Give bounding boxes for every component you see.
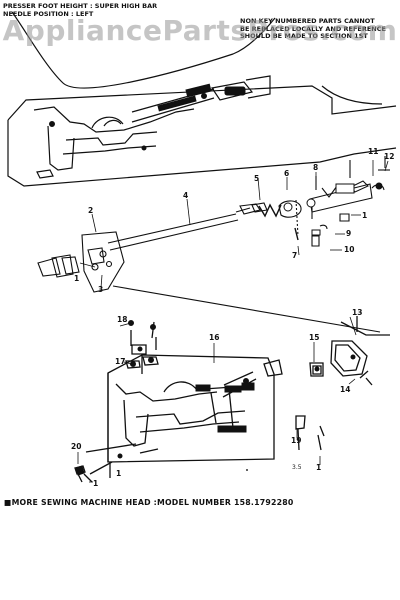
screw-20 xyxy=(75,465,85,476)
callout-13: 13 xyxy=(352,308,362,317)
callout-16: 16 xyxy=(209,333,219,342)
callout-4: 4 xyxy=(183,191,188,200)
bottom-screw-1 xyxy=(130,361,136,367)
top-screw-1 xyxy=(49,121,55,127)
machine-outline-top xyxy=(7,11,397,187)
callout-14: 14 xyxy=(340,385,350,394)
part-13-screw xyxy=(350,354,356,360)
header-right-notes: NON KEY NUMBERED PARTS CANNOT BE REPLACE… xyxy=(240,17,386,41)
bracket-screw-a xyxy=(91,263,99,271)
corner-mark: 3.5 xyxy=(292,464,302,471)
top-assembly-details xyxy=(49,83,246,151)
callout-1-bottom-center: 1 xyxy=(116,469,121,478)
presser-foot-part xyxy=(330,340,368,377)
exploded-rod-assembly xyxy=(37,156,390,333)
callout-1-top-right: 1 xyxy=(362,211,367,220)
bottom-bar-2 xyxy=(224,385,242,393)
bottom-screw-4 xyxy=(150,324,156,330)
footer-prefix: ■MORE SEWING MACHINE HEAD : xyxy=(4,498,157,507)
callout-1-bottom-left: 1 xyxy=(93,479,98,488)
callout-11: 11 xyxy=(368,147,378,156)
bottom-frame xyxy=(107,354,275,463)
non-key-note-line-1: NON KEY NUMBERED PARTS CANNOT xyxy=(240,17,375,25)
callout-2: 2 xyxy=(88,206,93,215)
needle-position-note: NEEDLE POSITION : LEFT xyxy=(3,9,94,18)
top-screw-2 xyxy=(141,145,147,151)
callout-15: 15 xyxy=(309,333,319,342)
top-bar-3 xyxy=(185,83,212,98)
top-bar-2 xyxy=(224,86,246,96)
bottom-assembly-details xyxy=(75,320,356,476)
header-left-notes: PRESSER FOOT HEIGHT : SUPER HIGH BAR NEE… xyxy=(3,2,158,18)
bottom-bar-3 xyxy=(241,382,255,391)
machine-outline-bottom xyxy=(74,316,390,483)
washer-part xyxy=(311,229,321,236)
callout-9: 9 xyxy=(346,229,351,238)
long-rod xyxy=(107,213,237,244)
callout-19: 19 xyxy=(291,436,301,445)
callout-8: 8 xyxy=(313,163,318,172)
callout-12: 12 xyxy=(384,152,394,161)
bottom-screw-5 xyxy=(137,346,143,352)
non-key-note-line-2: BE REPLACED LOCALLY AND REFERENCE xyxy=(240,24,386,33)
bracket-plate xyxy=(81,231,125,293)
bracket-screw-c xyxy=(105,260,113,268)
callout-18: 18 xyxy=(117,315,127,324)
callout-5: 5 xyxy=(254,174,259,183)
end-pin xyxy=(375,182,383,190)
callout-1-bottom-right: 1 xyxy=(316,463,321,472)
callout-labels: 2 4 5 6 8 11 12 1 9 10 7 1 3 13 14 15 16… xyxy=(71,147,394,488)
bottom-bar-4 xyxy=(195,384,211,392)
part-15-screw xyxy=(314,366,320,372)
exploded-small-parts xyxy=(258,182,383,241)
callout-1-left: 1 xyxy=(74,274,79,283)
leader-lines xyxy=(77,160,389,483)
spring-part xyxy=(258,203,282,218)
callout-20: 20 xyxy=(71,442,81,451)
bracket-screw-b xyxy=(99,250,107,258)
callout-17: 17 xyxy=(115,357,125,366)
thumb-screw xyxy=(306,198,316,208)
callout-6: 6 xyxy=(284,169,289,178)
set-screw-7 xyxy=(294,227,299,241)
callout-10: 10 xyxy=(344,245,354,254)
clamp-block xyxy=(335,183,355,194)
long-rod-lower xyxy=(109,219,239,251)
top-bar-1 xyxy=(157,95,197,112)
presser-foot-note: PRESSER FOOT HEIGHT : SUPER HIGH BAR xyxy=(3,2,158,10)
footer-model: MODEL NUMBER 158.1792280 xyxy=(156,498,294,507)
bottom-foot-screw xyxy=(117,453,123,459)
collar-part xyxy=(283,202,293,212)
footer-caption: ■MORE SEWING MACHINE HEAD :MODEL NUMBER … xyxy=(4,498,293,507)
non-key-note-line-3: SHOULD BE MADE TO SECTION 1ST xyxy=(240,32,368,40)
bottom-bar-1 xyxy=(217,425,247,433)
top-joint xyxy=(201,93,207,99)
callout-7: 7 xyxy=(292,251,297,260)
callout-3: 3 xyxy=(98,285,103,294)
bottom-screw-2 xyxy=(148,357,154,363)
